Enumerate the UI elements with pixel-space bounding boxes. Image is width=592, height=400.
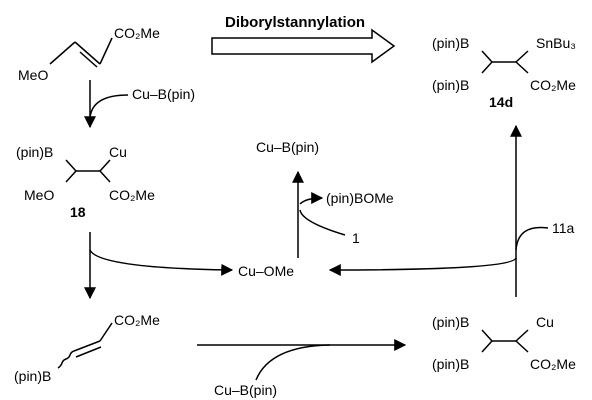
label-pinb-3: (pin)B	[432, 314, 469, 330]
wavy-bond	[57, 350, 75, 369]
arrow-curve-cubpin-in	[89, 94, 129, 119]
label-pinbome: (pin)BOMe	[326, 190, 394, 206]
label-meo-18: MeO	[24, 187, 54, 203]
label-cu-bpin-3: Cu–B(pin)	[256, 139, 319, 155]
arrow-curve-1-in	[299, 209, 346, 236]
label-reagent-1: 1	[352, 230, 360, 246]
label-cu-ome: Cu–OMe	[238, 263, 294, 279]
label-pinb-4: (pin)B	[432, 356, 469, 372]
label-11a: 11a	[552, 220, 575, 236]
label-compound-14d: 14d	[489, 94, 513, 110]
label-cu-18: Cu	[109, 144, 127, 160]
arrow-curve-cubpin-in-2	[255, 344, 331, 381]
title-diborylstannylation: Diborylstannylation	[225, 14, 365, 31]
label-pinb-18: (pin)B	[16, 144, 53, 160]
label-cu-bpin-2: Cu–B(pin)	[214, 382, 277, 398]
label-cu-bpin-1: Cu–B(pin)	[132, 86, 195, 102]
label-co2me-4: CO₂Me	[530, 77, 576, 93]
substrate-molecule: CO₂Me MeO	[18, 25, 160, 83]
label-meo-1: MeO	[18, 67, 48, 83]
label-co2me-18: CO₂Me	[109, 187, 155, 203]
label-compound-18: 18	[70, 204, 86, 220]
label-co2me-2: CO₂Me	[114, 312, 160, 328]
arrow-curve-to-cuome-2	[328, 257, 517, 276]
product-14d: (pin)B SnBu₃ (pin)B CO₂Me 14d	[432, 35, 576, 110]
arrow-curve-pinbome-out	[299, 192, 324, 205]
diboryl-copper-intermediate: (pin)B Cu (pin)B CO₂Me	[432, 314, 576, 372]
alkenylboronate: CO₂Me (pin)B	[14, 312, 160, 384]
label-cu-3: Cu	[536, 314, 554, 330]
label-snbu3: SnBu₃	[536, 35, 576, 51]
label-co2me-1: CO₂Me	[114, 25, 160, 41]
label-pinb-5: (pin)B	[432, 35, 469, 51]
intermediate-18: (pin)B Cu MeO CO₂Me 18	[16, 144, 155, 220]
label-pinb-2: (pin)B	[14, 368, 51, 384]
label-co2me-3: CO₂Me	[530, 356, 576, 372]
arrow-curve-11a-in	[515, 226, 549, 251]
label-pinb-6: (pin)B	[432, 77, 469, 93]
arrow-curve-to-cuome	[89, 249, 234, 276]
hollow-arrow	[211, 28, 396, 64]
